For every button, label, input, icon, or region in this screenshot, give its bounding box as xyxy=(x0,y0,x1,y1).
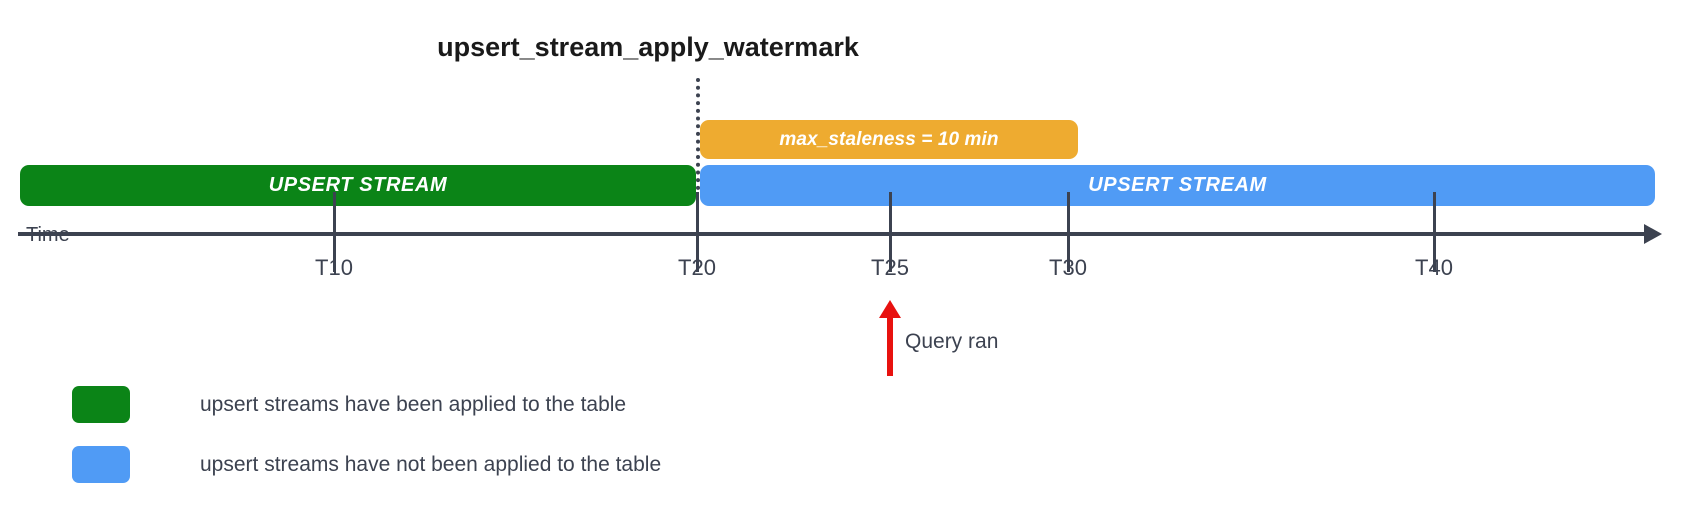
query-ran-arrow-shaft xyxy=(887,316,893,376)
upsert-stream-applied-bar: UPSERT STREAM xyxy=(20,165,696,206)
legend-color-swatch xyxy=(72,386,130,423)
time-axis-line xyxy=(18,232,1650,236)
axis-tick-t10 xyxy=(333,192,336,272)
legend-color-swatch xyxy=(72,446,130,483)
axis-tick-t20 xyxy=(696,192,699,272)
upsert-stream-applied-label: UPSERT STREAM xyxy=(268,174,448,196)
axis-tick-label-t30: T30 xyxy=(1049,255,1087,280)
axis-tick-label-t10: T10 xyxy=(315,255,353,280)
axis-tick-t30 xyxy=(1067,192,1070,272)
upsert-stream-not-applied-bar: UPSERT STREAM xyxy=(700,165,1655,206)
legend-item: upsert streams have been applied to the … xyxy=(72,386,626,423)
upsert-stream-not-applied-label: UPSERT STREAM xyxy=(1088,174,1267,196)
query-ran-arrow-icon xyxy=(879,300,901,318)
legend-item-label: upsert streams have not been applied to … xyxy=(200,452,662,476)
axis-tick-label-t20: T20 xyxy=(678,255,716,280)
max-staleness-bar: max_staleness = 10 min xyxy=(700,120,1078,159)
max-staleness-label: max_staleness = 10 min xyxy=(779,128,999,150)
query-ran-label: Query ran xyxy=(905,330,999,353)
legend-item: upsert streams have not been applied to … xyxy=(72,446,661,483)
watermark-dotted-line xyxy=(696,78,700,190)
page-title: upsert_stream_apply_watermark xyxy=(437,32,859,62)
axis-tick-label-t40: T40 xyxy=(1415,255,1453,280)
axis-tick-t25 xyxy=(889,192,892,272)
time-axis-arrow-icon xyxy=(1644,224,1662,244)
axis-tick-label-t25: T25 xyxy=(871,255,909,280)
legend-item-label: upsert streams have been applied to the … xyxy=(200,392,627,416)
axis-tick-t40 xyxy=(1433,192,1436,272)
time-axis-label: Time xyxy=(26,224,70,246)
